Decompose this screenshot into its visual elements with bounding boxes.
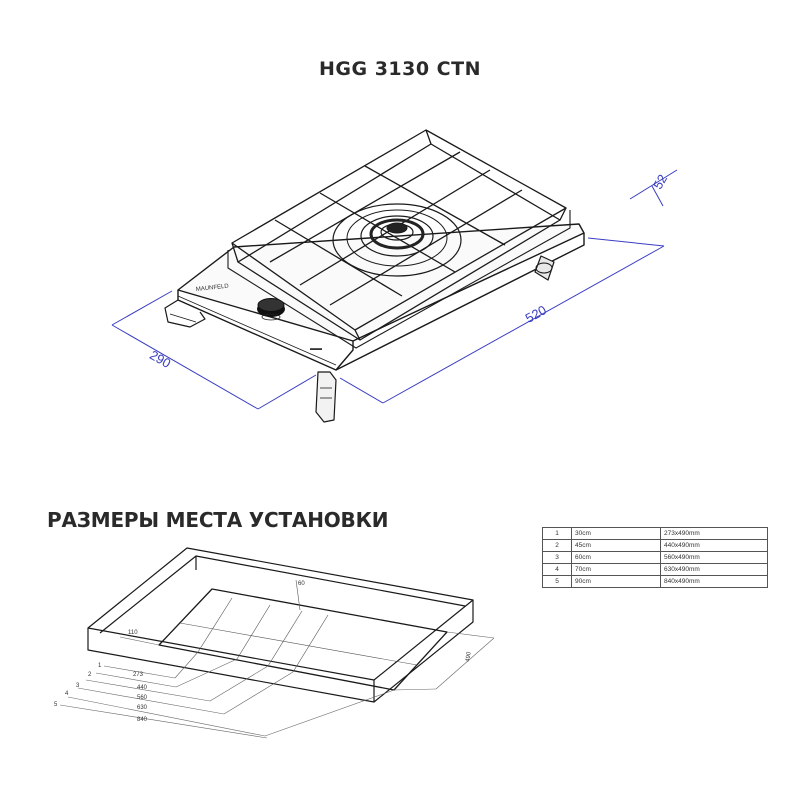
width-label-630: 630 [137,705,148,711]
cutout-dimensions [59,631,495,739]
hob-dimensions [111,169,678,410]
countertop-drawing [87,547,474,703]
back-offset-label: 60 [298,581,305,587]
section-title: РАЗМЕРЫ МЕСТА УСТАНОВКИ [47,508,389,532]
row-index: 2 [542,539,572,552]
width-label-560: 560 [137,695,148,701]
depth-label: 490 [465,651,473,663]
width-dimension-label: 290 [147,347,173,371]
row-width: 60cm [571,551,661,564]
table-row: 2 45cm 440x490mm [542,539,768,552]
row-index: 1 [542,527,572,540]
width-label-273: 273 [133,672,144,678]
row-index: 3 [542,551,572,564]
control-knob [257,298,285,321]
row-cutout: 840x490mm [660,575,768,588]
index-label-4: 4 [65,691,69,697]
cutout-sizes-table: 1 30cm 273x490mm 2 45cm 440x490mm 3 60cm… [542,527,768,588]
cutout-labels: 490 110 60 1 2 3 4 5 273 440 560 630 840 [54,581,473,723]
row-index: 5 [542,575,572,588]
row-cutout: 273x490mm [660,527,768,540]
burner [332,203,462,277]
width-label-440: 440 [137,685,148,691]
width-label-840: 840 [137,717,148,723]
index-label-5: 5 [54,702,58,708]
row-cutout: 630x490mm [660,563,768,576]
height-dimension-label: 52 [650,172,670,192]
brand-label: MAUNFELD [196,284,230,293]
row-cutout: 440x490mm [660,539,768,552]
table-row: 3 60cm 560x490mm [542,551,768,564]
row-index: 4 [542,563,572,576]
model-mark: ▬▬ [310,346,322,352]
row-width: 30cm [571,527,661,540]
front-offset-label: 110 [128,630,138,636]
product-title: HGG 3130 CTN [318,58,481,80]
index-label-3: 3 [76,683,80,689]
table-row: 5 90cm 840x490mm [542,575,768,588]
row-width: 70cm [571,563,661,576]
table-row: 1 30cm 273x490mm [542,527,768,540]
row-width: 90cm [571,575,661,588]
index-label-2: 2 [88,672,92,678]
row-cutout: 560x490mm [660,551,768,564]
row-width: 45cm [571,539,661,552]
table-row: 4 70cm 630x490mm [542,563,768,576]
index-label-1: 1 [98,663,102,669]
